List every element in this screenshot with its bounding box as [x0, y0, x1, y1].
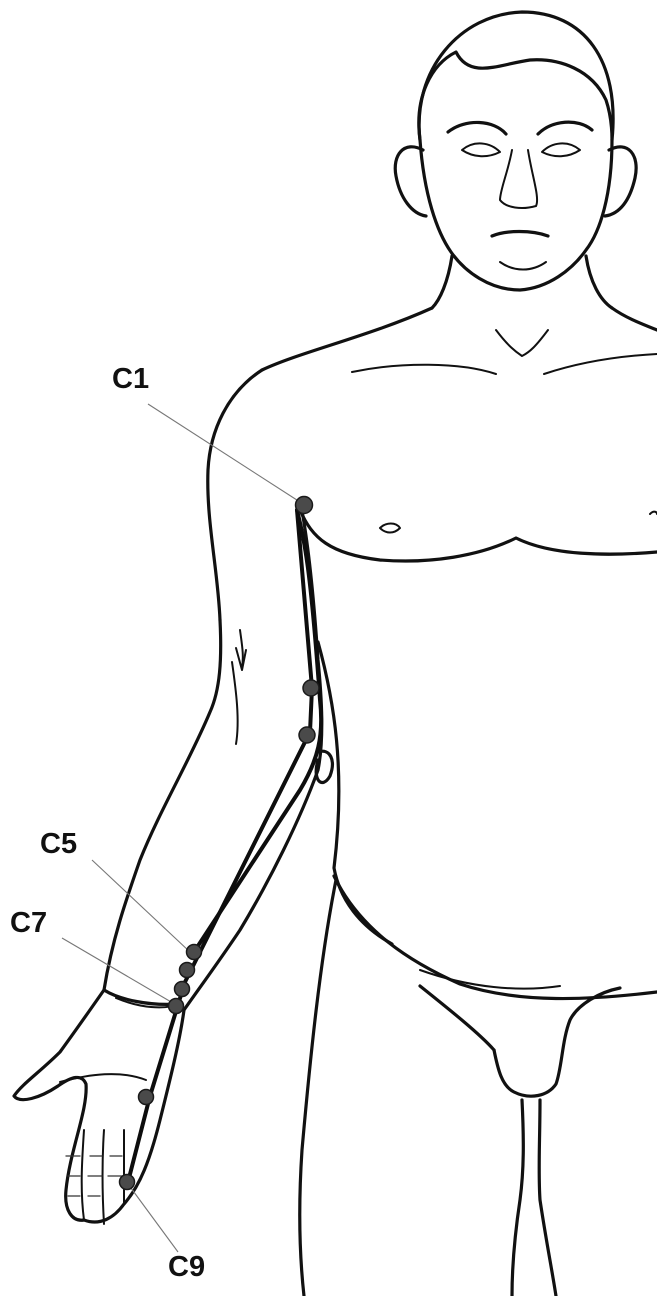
genital-outline	[494, 988, 620, 1096]
nipple-left	[380, 524, 400, 533]
neck-left	[432, 256, 452, 308]
left-thigh-outer	[300, 880, 336, 1296]
point-c3[interactable]	[299, 727, 315, 743]
torso-left-side	[318, 642, 392, 944]
leader-c1	[148, 404, 300, 502]
hair-line	[419, 52, 612, 140]
clavicle-right	[544, 354, 657, 374]
leader-c9	[128, 1184, 178, 1252]
legs	[300, 880, 620, 1296]
left-eye	[462, 143, 500, 156]
point-c6[interactable]	[175, 982, 190, 997]
left-groin	[420, 986, 494, 1050]
label-c7: C7	[10, 907, 47, 939]
inner-thigh-left	[512, 1100, 523, 1296]
right-shoulder-line	[612, 308, 657, 330]
muscle-hint-1	[232, 662, 238, 744]
point-c1[interactable]	[296, 497, 313, 514]
right-eyebrow	[538, 122, 592, 134]
sternal-notch	[496, 330, 548, 356]
left-shoulder-line	[262, 308, 432, 370]
nose	[500, 150, 537, 208]
hand	[14, 990, 184, 1224]
point-c5[interactable]	[180, 963, 195, 978]
label-c5: C5	[40, 828, 77, 860]
clavicle-left	[352, 365, 496, 374]
right-eye	[542, 143, 580, 156]
meridian-path	[128, 510, 321, 1182]
left-eyebrow	[448, 122, 506, 134]
point-labels: C1 C5 C7 C9	[10, 363, 205, 1283]
muscle-hint-3	[236, 648, 246, 670]
finger-line-2	[103, 1130, 105, 1224]
point-c2[interactable]	[303, 680, 319, 696]
head	[395, 12, 636, 290]
torso	[262, 256, 657, 999]
label-c1: C1	[112, 363, 149, 395]
finger-line-1	[82, 1130, 84, 1220]
chin-line	[500, 262, 546, 270]
deltoid	[208, 370, 262, 620]
label-c9: C9	[168, 1251, 205, 1283]
point-c8[interactable]	[139, 1090, 154, 1105]
leader-lines	[62, 404, 300, 1252]
wrist-line	[104, 990, 178, 1004]
belly-contour	[334, 876, 657, 999]
point-c7[interactable]	[169, 999, 184, 1014]
mouth	[492, 232, 548, 237]
head-outline	[419, 12, 613, 290]
belly-shade	[420, 970, 560, 989]
leader-c5	[92, 860, 190, 952]
inner-thigh-right	[539, 1100, 556, 1296]
point-c9[interactable]	[120, 1175, 135, 1190]
nipple-right	[650, 512, 657, 514]
point-c4[interactable]	[187, 945, 202, 960]
hand-outline	[14, 990, 184, 1222]
neck-right	[586, 256, 612, 308]
chest-line	[300, 510, 657, 561]
thumb-crease	[60, 1074, 146, 1082]
